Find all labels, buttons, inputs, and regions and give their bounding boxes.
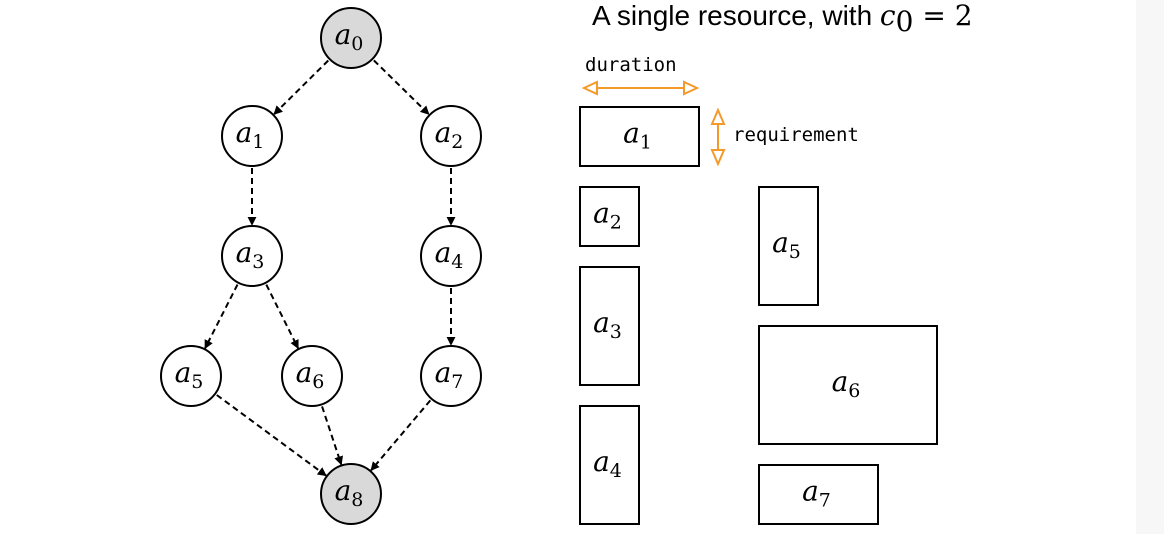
activity-box-a7: a7 xyxy=(758,464,879,525)
activity-box-a6: a6 xyxy=(758,325,938,445)
activity-label-a7: a7 xyxy=(802,475,831,512)
activity-rect-a7 xyxy=(758,464,879,525)
node-label-a0: a0 xyxy=(335,18,364,55)
edge-a3-to-a5 xyxy=(204,284,239,350)
node-label-a3: a3 xyxy=(236,236,265,273)
activity-rect-a5 xyxy=(758,186,819,306)
node-label-a5: a5 xyxy=(175,356,204,393)
activity-box-a2: a2 xyxy=(579,186,640,247)
node-a1: a1 xyxy=(221,105,283,167)
node-label-a7: a7 xyxy=(435,356,464,393)
edge-a6-to-a8 xyxy=(321,406,344,466)
node-label-a4: a4 xyxy=(435,236,464,273)
activity-box-a5: a5 xyxy=(758,186,819,306)
activity-box-a3: a3 xyxy=(579,266,640,386)
node-circle-a1 xyxy=(221,105,283,167)
node-circle-a2 xyxy=(420,105,482,167)
activity-rect-a2 xyxy=(579,186,640,247)
node-circle-a7 xyxy=(420,345,482,407)
edge-a0-to-a1 xyxy=(273,59,329,115)
activity-box-a4: a4 xyxy=(579,405,640,525)
node-a7: a7 xyxy=(420,345,482,407)
resource-title: A single resource, with c0 = 2 xyxy=(592,0,973,38)
node-a5: a5 xyxy=(160,345,222,407)
node-label-a6: a6 xyxy=(296,356,325,393)
node-circle-a4 xyxy=(420,225,482,287)
duration-label: duration xyxy=(585,54,677,76)
node-circle-a5 xyxy=(160,345,222,407)
edge-a7-to-a8 xyxy=(370,399,432,472)
node-a2: a2 xyxy=(420,105,482,167)
node-label-a2: a2 xyxy=(435,116,464,153)
edge-a3-to-a6 xyxy=(265,284,300,350)
activity-rect-a4 xyxy=(579,405,640,525)
precedence-nodes: a0 a1 a2 a3 a4 a5 a6 a7 a8 xyxy=(160,7,482,525)
precedence-edges xyxy=(204,59,456,477)
node-a8: a8 xyxy=(320,463,382,525)
node-a3: a3 xyxy=(221,225,283,287)
activity-label-a4: a4 xyxy=(593,445,622,482)
activity-label-a5: a5 xyxy=(772,226,801,263)
activity-label-a3: a3 xyxy=(593,306,622,343)
node-circle-a0 xyxy=(320,7,382,69)
activity-label-a6: a6 xyxy=(832,365,861,402)
activity-boxes: a1 a2 a3 a4 a5 a6 a7 xyxy=(579,106,938,525)
activity-box-a1: a1 xyxy=(579,106,700,167)
right-edge-strip xyxy=(1136,0,1164,534)
activity-rect-a6 xyxy=(758,325,938,445)
edge-a5-to-a8 xyxy=(216,394,327,477)
node-label-a1: a1 xyxy=(236,116,265,153)
activity-rect-a3 xyxy=(579,266,640,386)
node-circle-a8 xyxy=(320,463,382,525)
requirement-arrow-icon xyxy=(710,107,726,167)
node-a4: a4 xyxy=(420,225,482,287)
node-a6: a6 xyxy=(281,345,343,407)
node-circle-a6 xyxy=(281,345,343,407)
edge-a0-to-a2 xyxy=(373,59,430,116)
activity-rect-a1 xyxy=(579,106,700,167)
node-circle-a3 xyxy=(221,225,283,287)
node-a0: a0 xyxy=(320,7,382,69)
duration-arrow-icon xyxy=(581,80,700,96)
activity-label-a2: a2 xyxy=(593,197,622,234)
requirement-label: requirement xyxy=(733,124,859,146)
activity-label-a1: a1 xyxy=(623,117,652,154)
node-label-a8: a8 xyxy=(335,474,364,511)
